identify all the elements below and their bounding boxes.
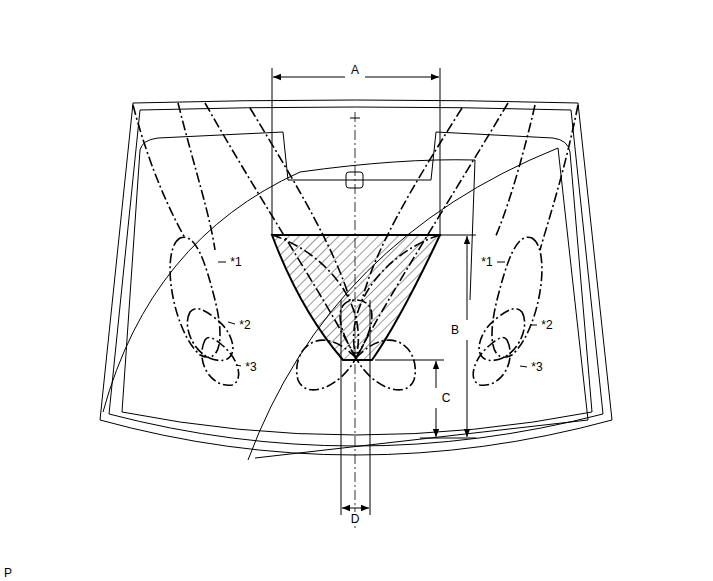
glass-outlines <box>100 100 612 460</box>
eyellipse-loop <box>340 300 372 358</box>
eyellipse-loop <box>356 340 415 390</box>
leader-line <box>530 325 537 326</box>
leader-line <box>228 322 235 324</box>
callout-number: *2 <box>540 318 553 332</box>
eyellipse-loop <box>297 340 356 390</box>
figure-code: P <box>3 566 13 580</box>
ceramic-border <box>122 132 592 435</box>
dimension-label: A <box>350 63 360 77</box>
wipe-area-right <box>248 148 588 460</box>
callout-number: *1 <box>229 255 242 269</box>
sweep-curve <box>540 105 578 250</box>
glass-inner-edge <box>109 107 603 446</box>
callout-number: *2 <box>238 318 251 332</box>
sweep-curve <box>362 108 462 300</box>
wiper-sweep-curves <box>133 103 578 390</box>
extension-line <box>272 68 273 235</box>
dimension-a <box>365 77 439 78</box>
leader-line <box>520 366 527 367</box>
callout-number: *3 <box>530 360 543 374</box>
eyellipse-loop-2 <box>187 309 233 361</box>
mirror-mount <box>346 172 363 188</box>
sweep-curve <box>356 103 508 358</box>
extension-line <box>341 300 342 515</box>
dimension-a <box>273 77 345 78</box>
eyellipse-loop-3 <box>473 338 510 386</box>
eyellipse-loop-3 <box>202 338 239 386</box>
leader-line <box>218 262 226 263</box>
dimension-label: B <box>450 323 460 337</box>
callout-number: *3 <box>244 360 257 374</box>
extension-line <box>420 438 476 439</box>
sweep-curve <box>205 103 356 358</box>
dimension-d <box>342 508 369 509</box>
callout-number: *1 <box>480 255 493 269</box>
wipe-area-left <box>103 160 475 412</box>
extension-line <box>440 235 476 236</box>
dimension-c <box>436 361 437 388</box>
dimension-b <box>467 340 468 437</box>
dimension-c <box>436 408 437 437</box>
dimension-label: C <box>441 391 452 405</box>
eyellipse-loop-2 <box>479 309 525 361</box>
dimension-lines <box>218 68 537 528</box>
sweep-curve <box>133 105 185 238</box>
sweep-curve <box>495 105 535 238</box>
dimension-label: D <box>350 512 361 526</box>
extension-line <box>370 300 371 515</box>
glass-outer-edge <box>100 100 612 455</box>
sweep-curve <box>178 103 215 250</box>
extension-line <box>440 68 441 235</box>
leader-line <box>497 262 505 263</box>
sweep-curve <box>250 108 350 300</box>
dimension-b <box>467 236 468 320</box>
extension-line <box>375 360 444 361</box>
test-area-hatched <box>272 235 440 360</box>
center-line <box>355 112 356 528</box>
leader-line <box>236 365 241 366</box>
